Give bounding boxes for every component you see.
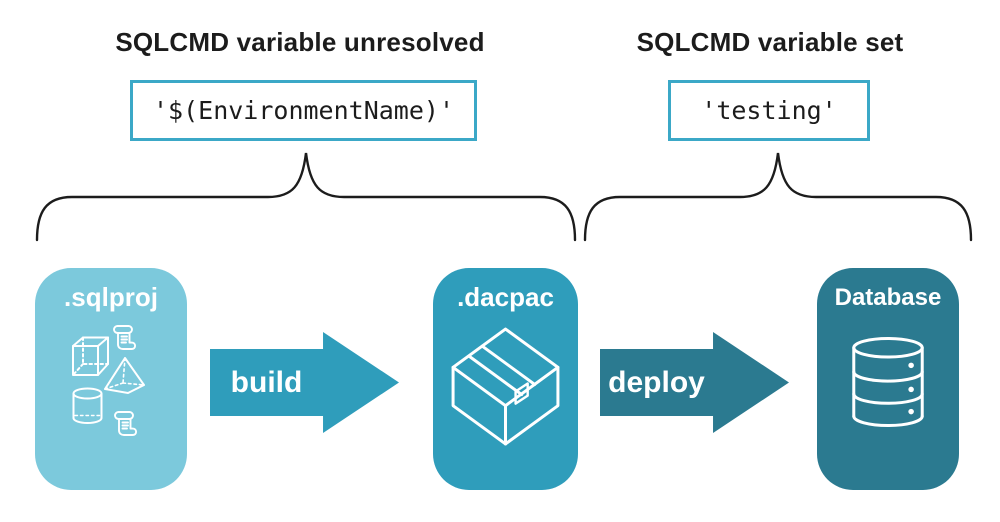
left-brace xyxy=(35,152,577,242)
code-box-testing: 'testing' xyxy=(668,80,870,141)
node-database: Database xyxy=(817,268,959,490)
node-database-label: Database xyxy=(834,284,942,311)
scroll-icon xyxy=(114,326,135,349)
right-brace xyxy=(583,152,973,242)
deploy-arrow-label: deploy xyxy=(608,365,705,399)
node-sqlproj: .sqlproj xyxy=(35,268,187,490)
database-icon xyxy=(851,334,925,430)
code-box-environment-name: '$(EnvironmentName)' xyxy=(130,80,477,141)
package-icon xyxy=(445,325,566,448)
node-dacpac-label: .dacpac xyxy=(457,282,554,312)
scroll-icon xyxy=(115,412,136,435)
build-arrow-label: build xyxy=(230,365,303,399)
heading-variable-unresolved: SQLCMD variable unresolved xyxy=(115,27,485,57)
node-sqlproj-label: .sqlproj xyxy=(64,282,158,312)
sql-project-objects-icon xyxy=(65,323,187,441)
cylinder-icon xyxy=(74,389,102,424)
code-text-environment-name: '$(EnvironmentName)' xyxy=(152,96,455,125)
code-text-testing: 'testing' xyxy=(701,96,837,125)
cube-icon xyxy=(73,338,108,376)
pyramid-icon xyxy=(105,358,144,393)
heading-variable-set: SQLCMD variable set xyxy=(636,27,904,57)
node-dacpac: .dacpac xyxy=(433,268,578,490)
